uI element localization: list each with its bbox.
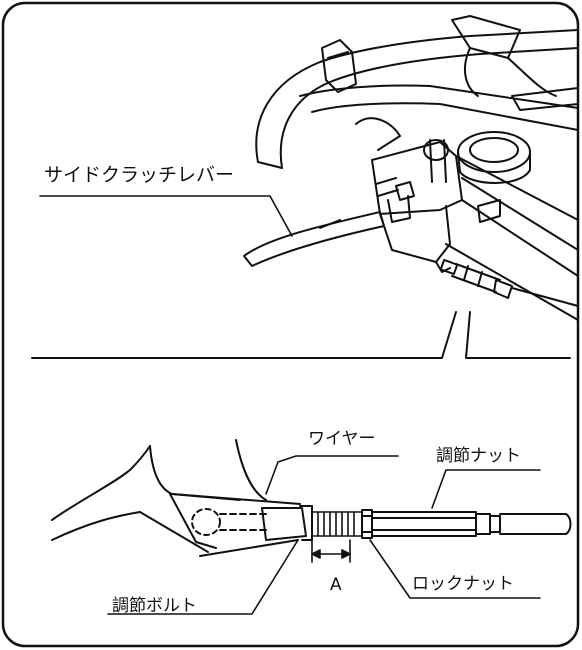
detail-lever-arm <box>51 439 301 557</box>
leader-adjust-nut <box>431 469 541 509</box>
detail-adjust-bolt <box>261 505 313 541</box>
label-dimension-a: A <box>330 575 342 595</box>
detail-adjust-nut <box>371 511 501 537</box>
label-side-clutch-lever: サイドクラッチレバー <box>44 164 235 186</box>
label-lock-nut: ロックナット <box>412 574 514 594</box>
cable-adjuster-upper <box>435 258 579 307</box>
leader-lock-nut <box>369 539 541 599</box>
pivot-hole <box>191 508 221 536</box>
dimension-a-marker <box>311 539 351 563</box>
leader-adjust-bolt <box>107 539 299 615</box>
label-adjust-bolt: 調節ボルト <box>112 596 197 616</box>
label-wire: ワイヤー <box>308 429 376 449</box>
detail-lock-nut <box>361 509 373 539</box>
section-divider <box>31 311 571 359</box>
leader-side-clutch-lever <box>39 195 293 237</box>
handlebar-assembly <box>255 15 579 321</box>
detail-wire-sheath <box>499 513 572 535</box>
label-adjust-nut: 調節ナット <box>436 446 521 466</box>
leader-wire <box>265 455 399 495</box>
side-clutch-lever <box>243 211 385 267</box>
threaded-rod <box>311 511 363 537</box>
